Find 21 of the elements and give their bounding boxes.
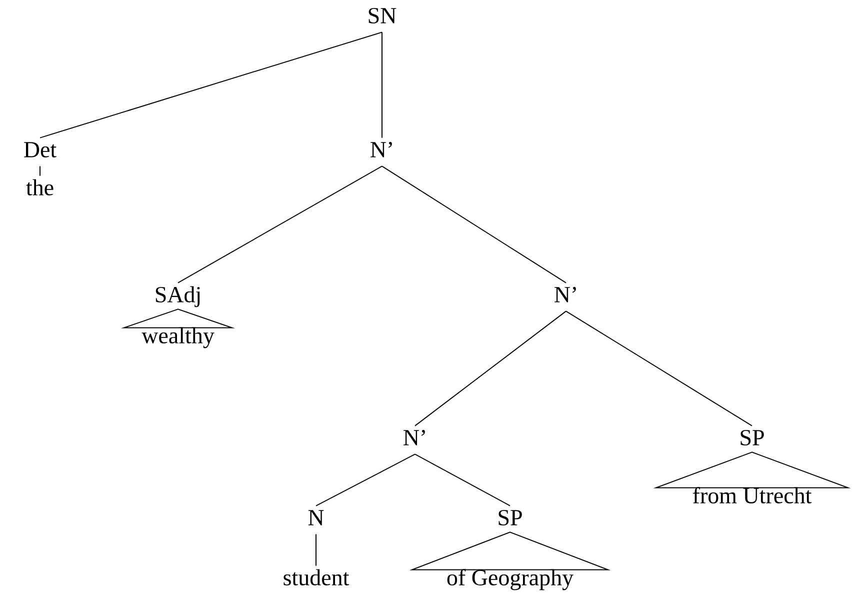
tree-label: N’: [404, 430, 425, 446]
branch-line: [414, 310, 566, 426]
tree-label: of Geography: [447, 569, 574, 590]
branch-line: [178, 166, 382, 284]
branch-line: [316, 454, 416, 506]
tree-label: N’: [370, 142, 392, 158]
tree-label: N: [308, 510, 324, 526]
branch-line: [566, 310, 752, 426]
tree-label: N’: [554, 286, 576, 302]
tree-label: from Utrecht: [693, 487, 812, 504]
branch-line: [40, 32, 382, 138]
tree-label: SN: [368, 8, 396, 24]
tree-label: SP: [498, 510, 522, 526]
branch-line: [382, 166, 566, 284]
tree-label: wealthy: [142, 327, 214, 348]
tree-label: Det: [24, 142, 56, 158]
branch-line: [414, 454, 510, 506]
tree-label: student: [284, 569, 350, 586]
tree-label: SAdj: [156, 286, 200, 308]
tree-label: the: [26, 179, 54, 196]
tree-label: SP: [740, 430, 764, 446]
